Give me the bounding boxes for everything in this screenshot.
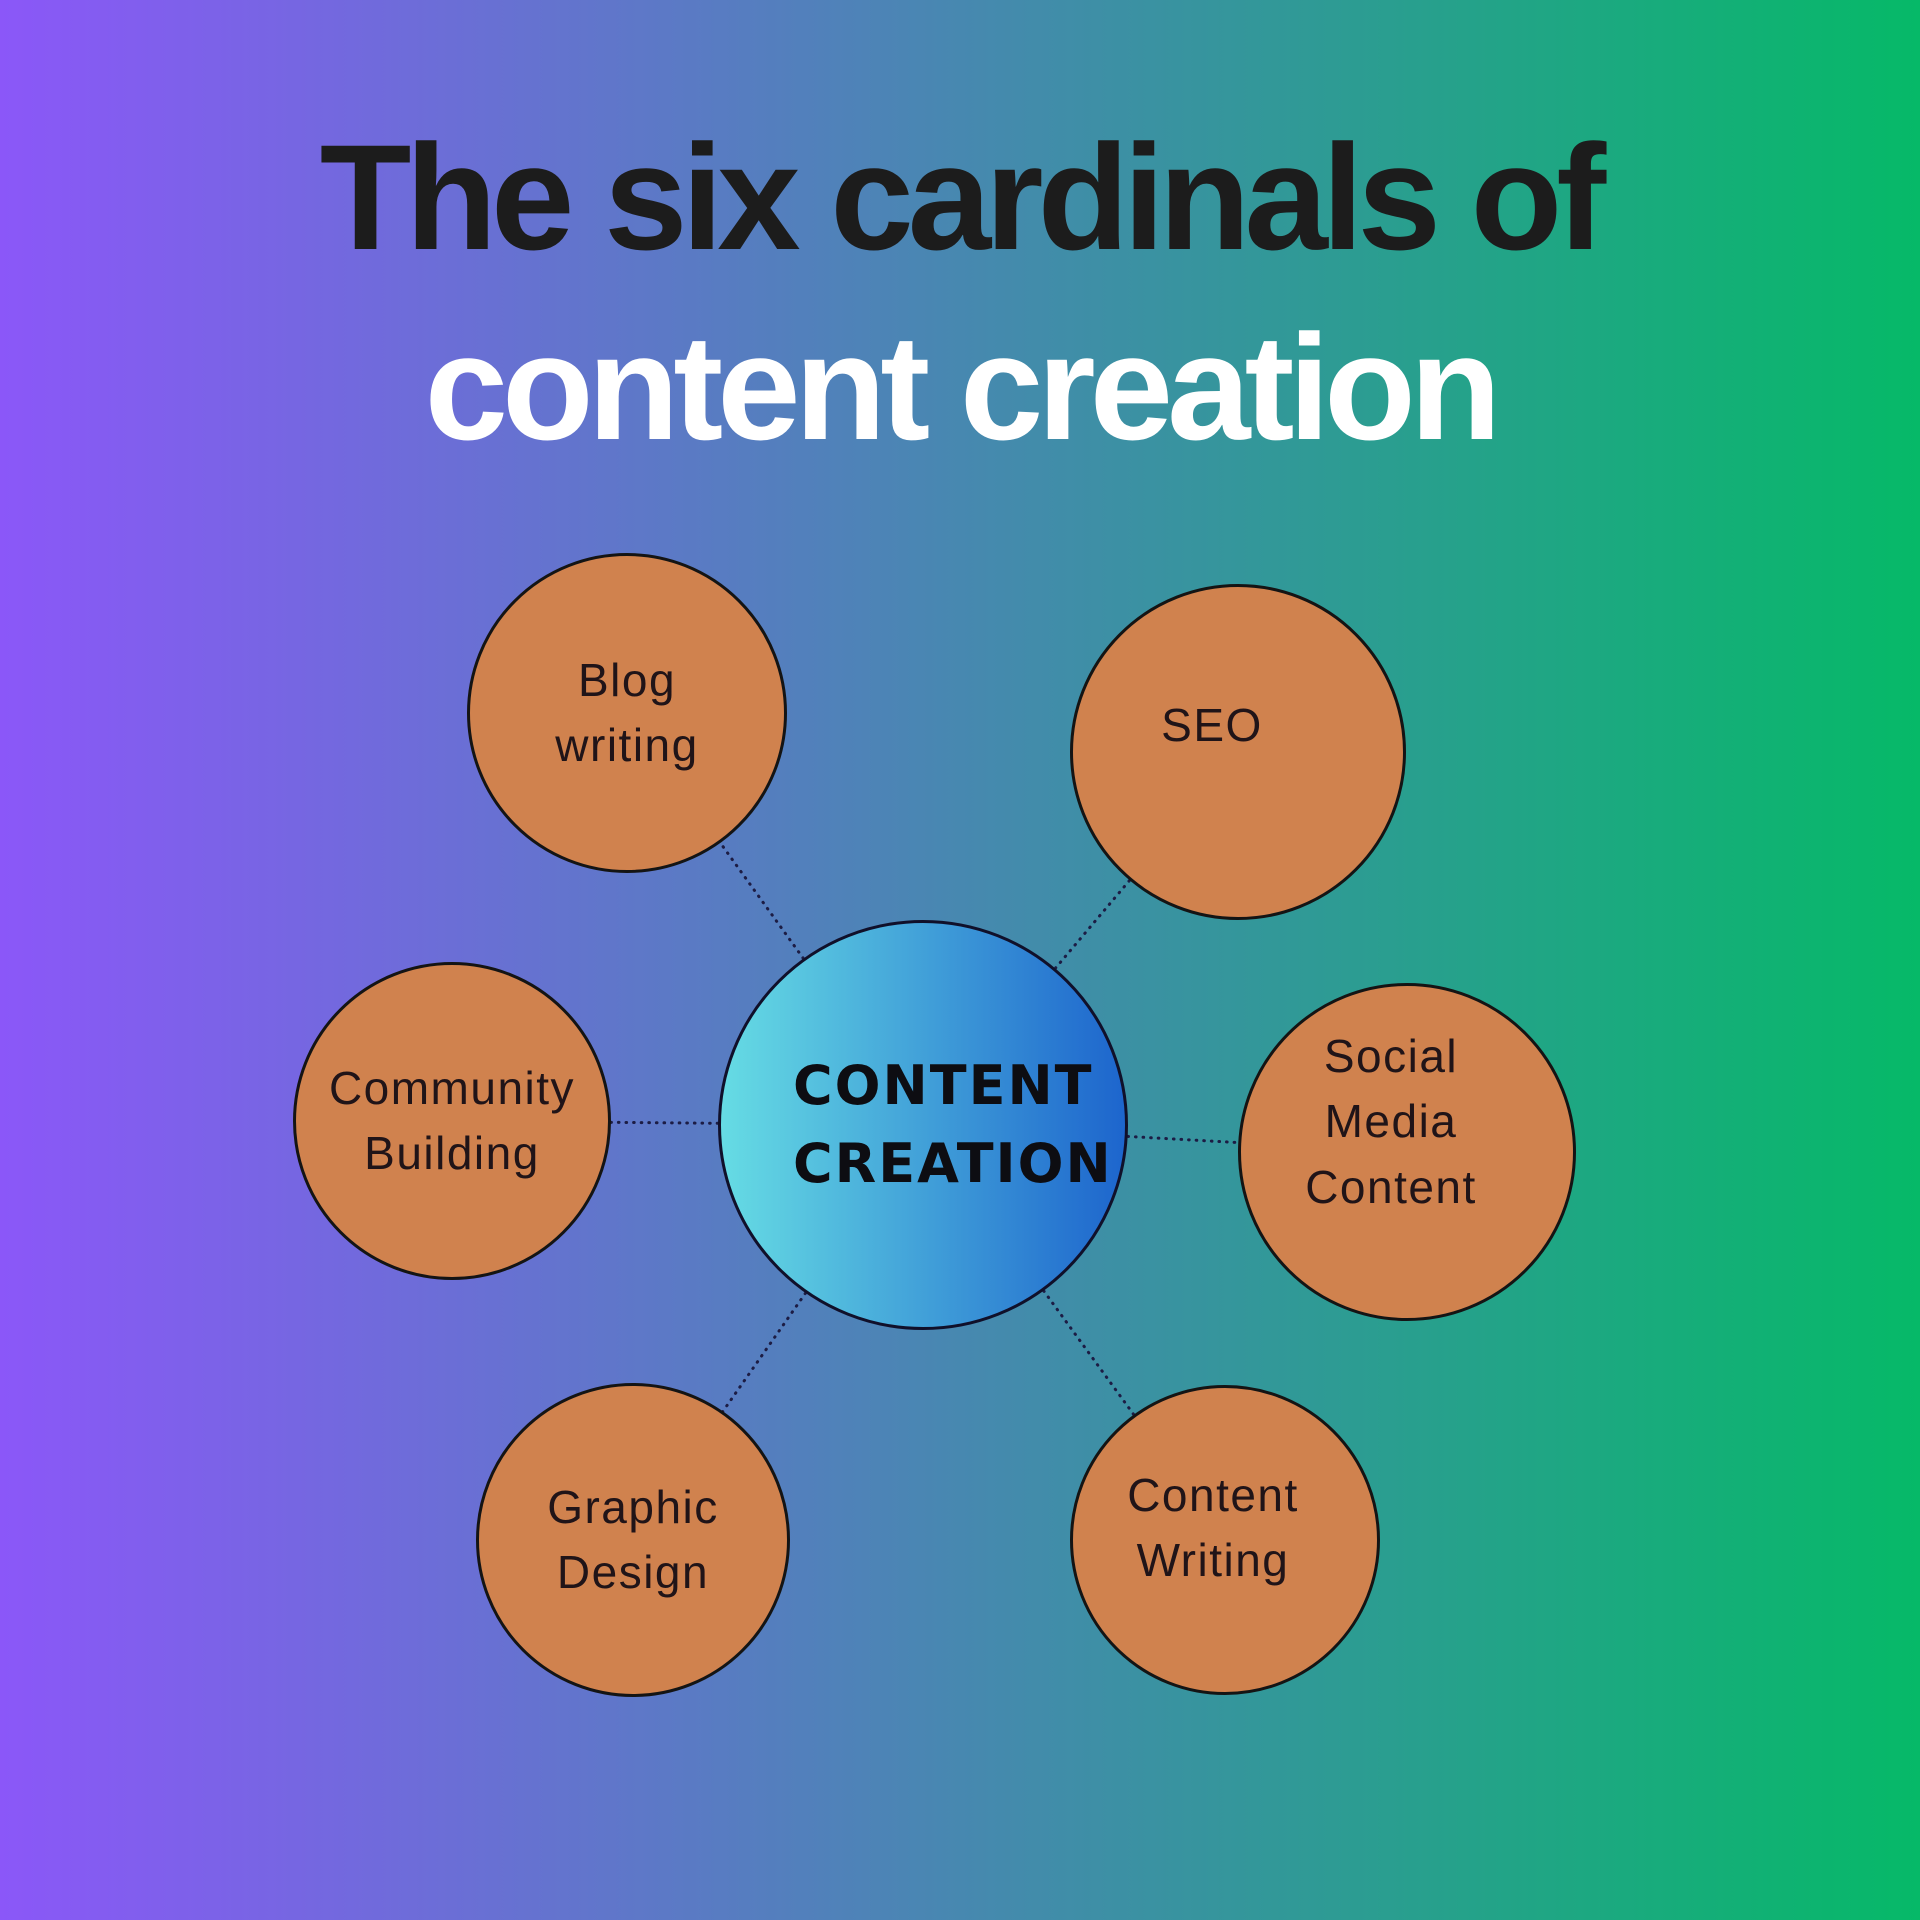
center-node-content-creation: CONTENT CREATION xyxy=(718,920,1128,1330)
node-content-writing: Content Writing xyxy=(1070,1385,1380,1695)
node-blog-writing: Blog writing xyxy=(467,553,787,873)
node-community-building-line1: Community xyxy=(328,1061,576,1114)
connector-line-seo xyxy=(921,750,1240,1127)
node-graphic-design-label: Graphic Design xyxy=(547,1475,719,1606)
node-social-media-content-line3: Content xyxy=(1305,1160,1477,1213)
center-node-label-line2: CREATION xyxy=(793,1132,1113,1195)
page-title-line1: The six cardinals of xyxy=(319,113,1606,281)
node-graphic-design-line2: Design xyxy=(556,1546,710,1598)
node-content-writing-line2: Writing xyxy=(1136,1534,1290,1586)
node-social-media-content-line2: Media xyxy=(1324,1095,1458,1148)
node-community-building: Community Building xyxy=(293,962,611,1280)
node-graphic-design-line1: Graphic xyxy=(547,1480,719,1533)
page-title-line2: content creation xyxy=(424,303,1502,471)
node-blog-writing-line1: Blog xyxy=(577,653,677,706)
center-node-label-line1: CONTENT xyxy=(793,1053,1094,1117)
node-content-writing-line1: Content xyxy=(1127,1468,1299,1521)
node-content-writing-label: Content Writing xyxy=(1127,1463,1299,1594)
node-seo-line1: SEO xyxy=(1161,699,1263,752)
center-node-label: CONTENT CREATION xyxy=(721,1047,1113,1204)
node-community-building-label: Community Building xyxy=(329,1056,575,1187)
node-seo-label: SEO xyxy=(1161,693,1263,758)
node-blog-writing-label: Blog writing xyxy=(555,648,698,779)
connector-line-community-building xyxy=(450,1119,925,1127)
node-social-media-content-line1: Social xyxy=(1323,1030,1459,1083)
node-social-media-content: Social Media Content xyxy=(1238,983,1576,1321)
node-seo: SEO xyxy=(1070,584,1406,920)
node-blog-writing-line2: writing xyxy=(555,719,699,771)
node-community-building-line2: Building xyxy=(364,1127,540,1179)
node-graphic-design: Graphic Design xyxy=(476,1383,790,1697)
node-social-media-content-label: Social Media Content xyxy=(1305,1024,1477,1220)
